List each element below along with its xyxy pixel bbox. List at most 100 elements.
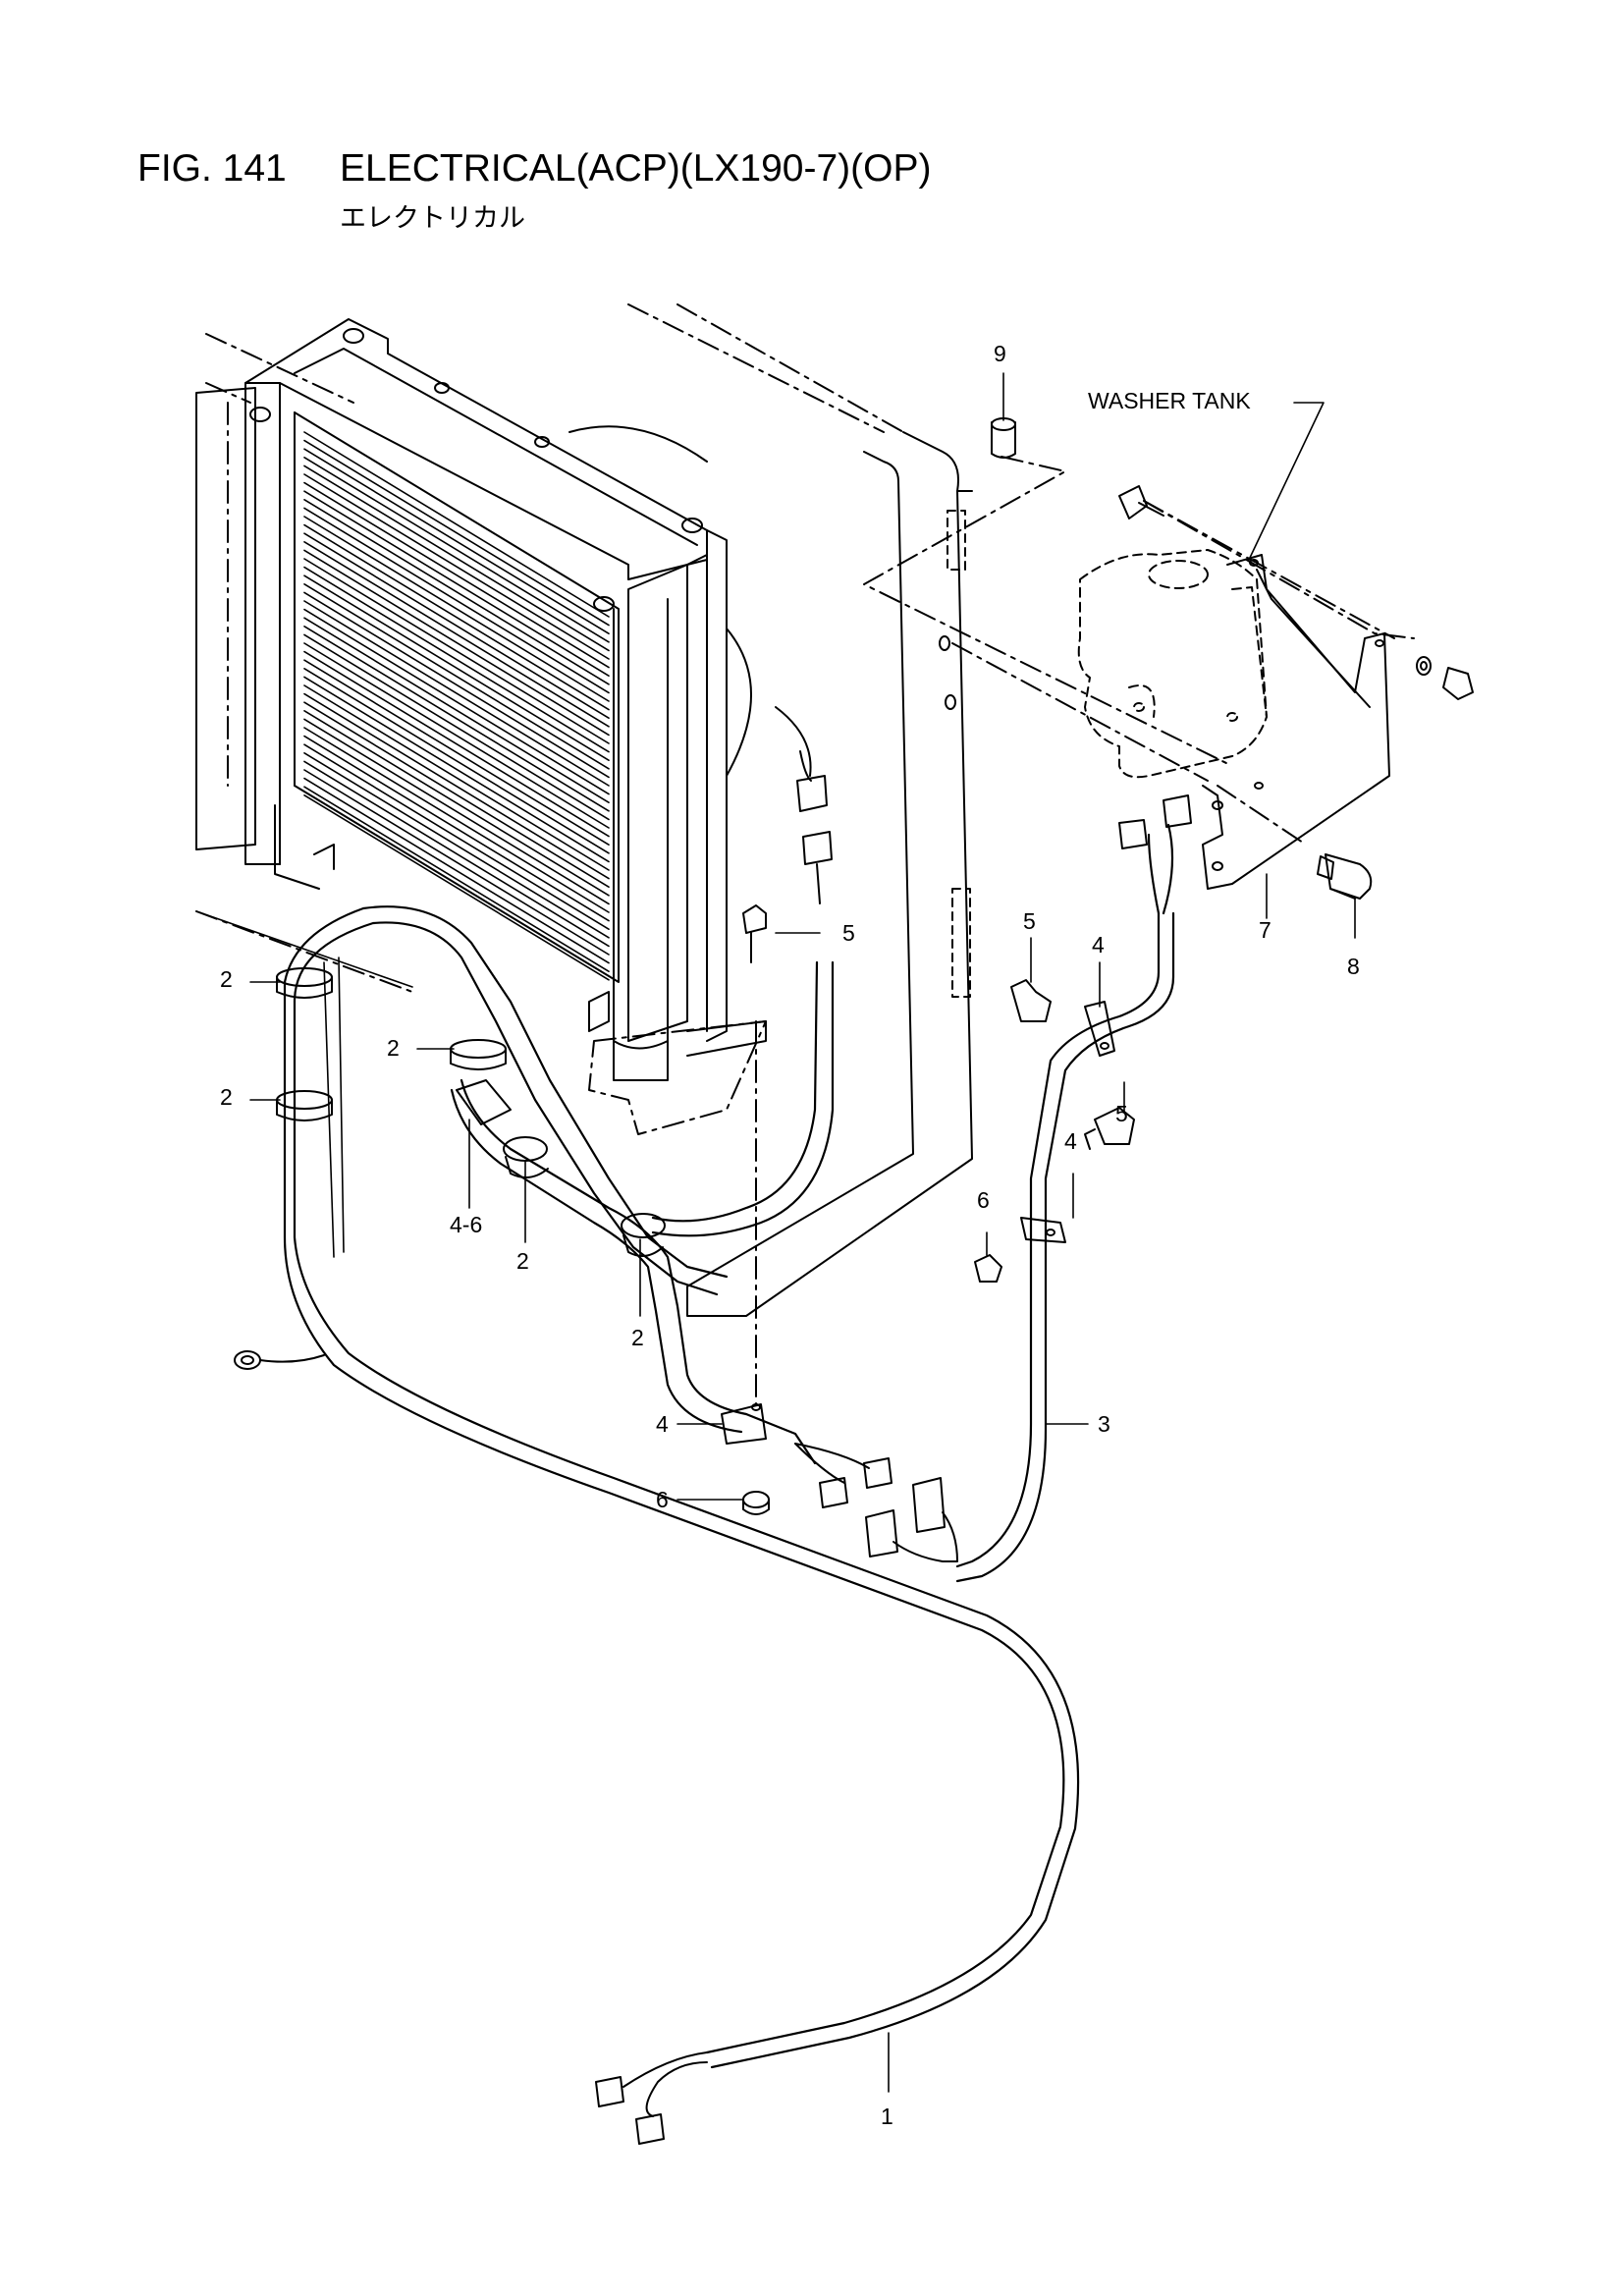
hardware-sensor-part-5-right — [1084, 1107, 1135, 1150]
radiator-fin-line — [303, 558, 610, 744]
callout-2-d: 2 — [516, 1248, 529, 1274]
harness-clamp-4a — [1084, 1001, 1115, 1057]
radiator-fin-line — [303, 448, 610, 634]
callout-2-e: 2 — [631, 1325, 644, 1350]
radiator-fin-line — [303, 626, 610, 812]
radiator-fin-line — [303, 777, 610, 964]
radiator-fin-line — [303, 549, 610, 737]
bracket-part-7 — [1202, 554, 1390, 890]
hardware-nut-part-6-right — [974, 1254, 1002, 1283]
hardware-bolt-top — [1118, 485, 1164, 519]
harness-clamp-4b — [1020, 1217, 1066, 1243]
washer-tank — [1077, 549, 1268, 779]
callout-1: 1 — [881, 2104, 893, 2129]
hardware-washer — [1416, 656, 1432, 676]
figure-subtitle: エレクトリカル — [340, 203, 525, 233]
radiator-fin-line — [303, 727, 610, 913]
radiator-fin-line — [303, 583, 610, 770]
radiator-fin-line — [303, 608, 610, 795]
radiator-fin-line — [303, 532, 610, 719]
radiator-assembly — [195, 318, 767, 1081]
cable-clamp-2a — [276, 967, 333, 999]
cable-clamp-2c — [450, 1039, 507, 1070]
callout-5-center: 5 — [842, 920, 855, 946]
radiator-fin-line — [303, 718, 610, 905]
hardware-nut-part-6-center — [742, 1491, 770, 1515]
radiator-fin-line — [303, 710, 610, 897]
callout-2-a: 2 — [220, 966, 233, 992]
radiator-fin-line — [303, 752, 610, 939]
connector-tank-a — [1118, 819, 1148, 849]
callout-8: 8 — [1347, 954, 1360, 979]
harness-clamp-4c — [721, 1403, 767, 1445]
hardware-bolt-part-5-center — [742, 904, 767, 963]
part-callouts: WASHER TANK 9 5 2 2 2 4-6 2 2 5 4 5 4 6 … — [220, 341, 1360, 2129]
radiator-fin-line — [303, 507, 610, 694]
radiator-fin-line — [303, 574, 610, 761]
hardware-switch-part-8 — [1317, 853, 1373, 900]
leader-lines — [195, 372, 1356, 2093]
callout-3: 3 — [1098, 1411, 1110, 1437]
connector-group-center — [794, 1443, 893, 1508]
callout-2-c: 2 — [220, 1084, 233, 1110]
radiator-fin-line — [303, 668, 610, 854]
hardware-nut-right — [1442, 667, 1474, 700]
radiator-fin-line — [303, 457, 610, 643]
cable-clamp-2e — [621, 1213, 666, 1257]
callout-washer-tank: WASHER TANK — [1088, 388, 1251, 413]
radiator-fin-line — [303, 516, 610, 702]
radiator-fin-line — [303, 490, 610, 677]
radiator-fin-line — [303, 523, 610, 711]
connector-group-right — [865, 1477, 958, 1562]
harness-clamp-4-6 — [456, 1079, 512, 1125]
radiator-fin-line — [303, 735, 610, 922]
callout-2-b: 2 — [387, 1035, 400, 1061]
callout-4-6: 4-6 — [450, 1212, 482, 1237]
radiator-fin-line — [303, 499, 610, 685]
radiator-fin-line — [303, 431, 610, 618]
radiator-fin-line — [303, 684, 610, 871]
connector-harness-end — [595, 2051, 708, 2145]
ground-terminal — [234, 1350, 325, 1370]
callout-7: 7 — [1259, 917, 1271, 943]
callout-5-left: 5 — [1023, 908, 1036, 934]
wire-harness-3 — [955, 823, 1175, 1583]
callout-5-right: 5 — [1115, 1101, 1128, 1126]
radiator-fin-line — [303, 617, 610, 803]
radiator-fin-line — [303, 650, 610, 838]
figure-number: FIG. 141 — [137, 147, 287, 190]
connector-fan-lower — [802, 831, 833, 904]
wire-harness-1 — [283, 905, 1080, 2069]
hardware-sensor-part-5-left — [1010, 979, 1052, 1022]
radiator-fin-line — [303, 786, 610, 972]
radiator-fin-line — [303, 566, 610, 753]
radiator-fin-line — [303, 701, 610, 888]
connector-fan-upper — [775, 706, 828, 812]
figure-title: ELECTRICAL(ACP)(LX190-7)(OP) — [340, 147, 932, 190]
radiator-fin-line — [303, 692, 610, 880]
body-panel — [627, 303, 973, 1317]
radiator-fin-line — [303, 600, 610, 787]
radiator-fin-line — [303, 481, 610, 669]
radiator-fin-line — [303, 760, 610, 948]
radiator-fin-line — [303, 473, 610, 660]
callout-6-right: 6 — [977, 1187, 990, 1213]
callout-9: 9 — [994, 341, 1006, 366]
mounting-guides — [195, 456, 1415, 1405]
callout-6-center: 6 — [656, 1487, 669, 1512]
callout-4-upper: 4 — [1092, 932, 1105, 957]
radiator-fin-line — [303, 769, 610, 956]
wire-harness-branch — [450, 960, 835, 1465]
radiator-fin-line — [303, 642, 610, 829]
radiator-fins — [303, 431, 610, 981]
connector-tank-b — [1163, 794, 1192, 828]
radiator-fin-line — [303, 659, 610, 846]
radiator-fin-line — [303, 676, 610, 863]
radiator-fin-line — [303, 591, 610, 779]
radiator-fin-line — [303, 465, 610, 652]
radiator-fin-line — [303, 794, 610, 981]
callout-4-lower: 4 — [656, 1411, 669, 1437]
radiator-fin-line — [303, 743, 610, 930]
hardware-nut-part-9 — [991, 417, 1016, 459]
